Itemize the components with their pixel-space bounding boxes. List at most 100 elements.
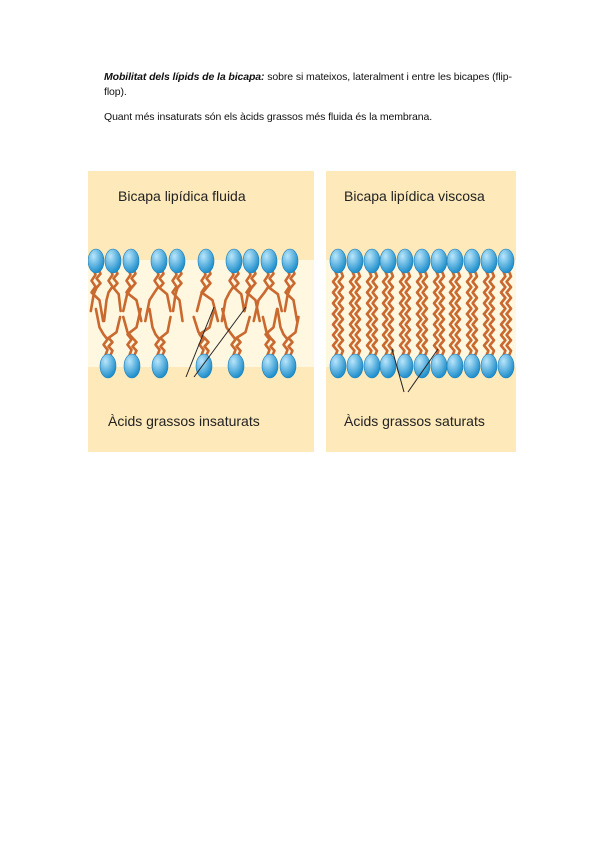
fatty-acid-tail [89,267,102,313]
fatty-acid-tail [171,267,183,313]
fluid-bilayer-figure: Bicapa lipídica fluida Àcids grassos ins… [87,171,314,452]
fatty-acid-tail [387,269,395,316]
fatty-acid-tail [276,307,289,357]
fatty-acid-tail [465,269,473,316]
lipid-head [168,248,186,274]
fatty-acid-tail [432,312,440,358]
fatty-acid-tail [221,307,237,357]
fatty-acid-tail [252,267,270,323]
fatty-acid-tail [198,307,216,357]
fatty-acid-tail [337,312,345,358]
fatty-acid-tail [90,267,105,323]
fatty-acid-tail [482,312,490,358]
fatty-acid-tail [348,269,356,316]
fatty-acid-tail [121,267,137,313]
fatty-acid-tail [235,315,251,357]
fatty-acid-tail [159,315,172,357]
viscous-bilayer-panel: Bicapa lipídica viscosa Àcids grassos sa… [326,171,516,452]
lipid-head [151,353,169,379]
fatty-acid-tail [331,312,339,358]
fatty-acid-tail [499,312,507,358]
fatty-acid-tail [454,269,462,316]
fluid-bilayer-title: Bicapa lipídica fluida [118,188,246,204]
fatty-acid-tail [365,312,373,358]
lipid-head [87,248,105,274]
fatty-acid-tail [200,267,220,323]
fatty-acid-tail [465,312,473,358]
fatty-acid-tail [283,267,296,313]
fluid-bilayer-caption: Àcids grassos insaturats [108,413,260,429]
lipid-head [480,353,498,379]
fatty-acid-tail [337,269,345,316]
membrane-core [88,260,314,367]
lipid-head [363,353,381,379]
fatty-acid-tail [398,312,406,358]
fatty-acid-tail [268,267,284,313]
fatty-acid-tail [387,312,395,358]
fatty-acid-tail [171,267,184,323]
lipid-head [430,353,448,379]
lipid-head [413,353,431,379]
fatty-acid-tail [354,269,362,316]
fatty-acid-tail [505,312,513,358]
lipid-head [363,248,381,274]
fatty-acid-tail [482,269,490,316]
fatty-acid-tail [284,267,299,323]
fatty-acid-tail [438,269,446,316]
fatty-acid-tail [148,307,161,357]
lipid-head [430,248,448,274]
fatty-acid-tail [348,312,356,358]
fatty-acid-tail [144,267,160,323]
paragraph-body: sobre si mateixos, lateralment i entre l… [104,71,512,98]
fatty-acid-tail [112,267,122,313]
lipid-head [396,248,414,274]
fatty-acid-tail [102,267,114,323]
fatty-acid-tail [94,307,109,357]
fatty-acid-tail [454,312,462,358]
lipid-head [413,248,431,274]
fatty-acid-tail [233,267,246,313]
lipid-head [227,353,245,379]
lipid-head [225,248,243,274]
fatty-acid-tail [371,312,379,358]
lipid-head [260,248,278,274]
fatty-acid-tail [354,312,362,358]
lipid-head [279,353,297,379]
lipid-head [281,248,299,274]
fatty-acid-tail [261,315,276,357]
lipid-head [446,248,464,274]
fatty-acid-tail [471,269,479,316]
fatty-acid-tail [499,269,507,316]
lipid-head [463,353,481,379]
fatty-acid-tail [432,269,440,316]
lipid-head [480,248,498,274]
fluid-bilayer-panel: Bicapa lipídica fluida Àcids grassos ins… [87,171,314,452]
viscous-bilayer-figure: Bicapa lipídica viscosa Àcids grassos sa… [326,171,516,452]
lipid-head [104,248,122,274]
lipid-head [242,248,260,274]
lipid-head [446,353,464,379]
lipid-head [122,248,140,274]
fatty-acid-tail [245,267,261,323]
lipid-head [497,353,515,379]
fatty-acid-tail [471,312,479,358]
viscous-lipid-group [329,248,515,379]
fatty-acid-tail [264,307,279,357]
fatty-acid-tail [404,312,412,358]
paragraph-fluidity: Quant més insaturats són els àcids grass… [104,111,433,123]
paragraph-lipid-mobility: Mobilitat dels lípids de la bicapa: sobr… [104,70,516,100]
fatty-acid-tail [404,269,412,316]
lipid-head [379,353,397,379]
pointer-lines [185,306,247,378]
fatty-acid-tail [365,269,373,316]
lipid-head [123,353,141,379]
lipid-head [463,248,481,274]
fatty-acid-tail [448,269,456,316]
fatty-acid-tail [220,267,235,323]
fatty-acid-tail [371,269,379,316]
fatty-acid-tail [381,312,389,358]
fatty-acid-tail [415,312,423,358]
lipid-head [346,248,364,274]
fatty-acid-tail [421,312,429,358]
lipid-head [99,353,117,379]
